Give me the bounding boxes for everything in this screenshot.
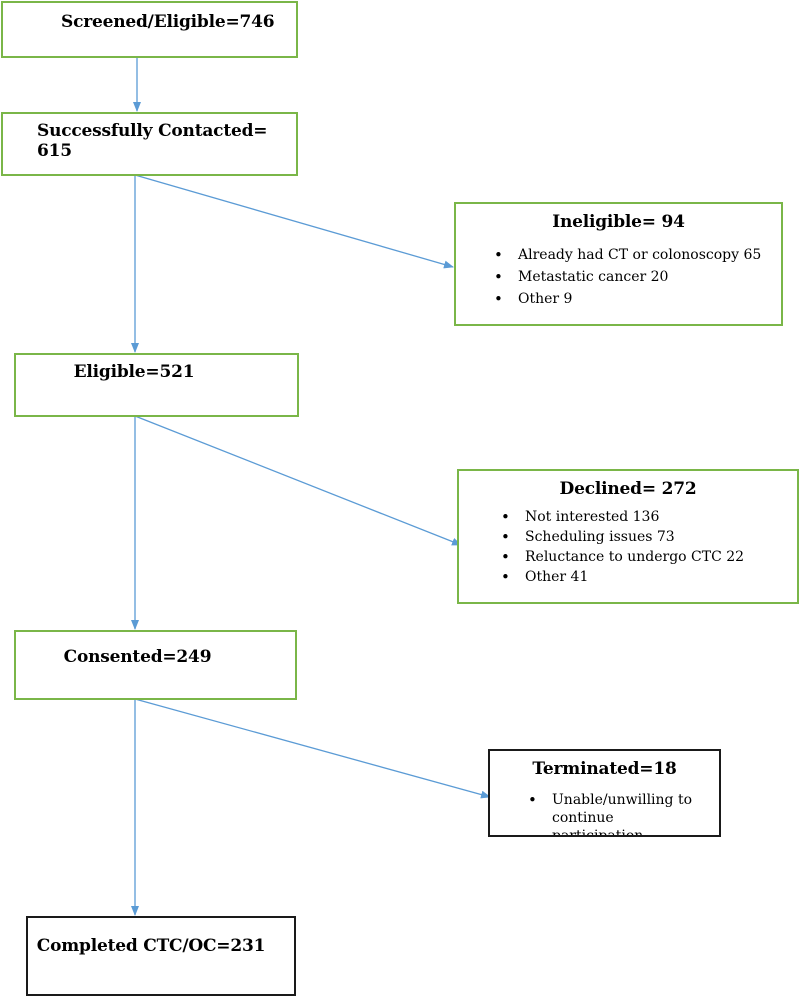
contacted-label: Successfully Contacted= 615 bbox=[37, 121, 268, 161]
declined-title: Declined= 272 bbox=[559, 479, 697, 499]
ineligible-list: Already had CT or colonoscopy 65 Metasta… bbox=[456, 244, 781, 310]
declined-item: Reluctance to undergo CTC 22 bbox=[495, 547, 797, 567]
eligible-box: Eligible=521 bbox=[14, 353, 299, 417]
screened-box: Screened/Eligible=746 bbox=[1, 1, 298, 58]
consented-label: Consented=249 bbox=[63, 647, 212, 667]
terminated-item: Unable/unwilling to continue participati… bbox=[522, 791, 709, 835]
consented-box: Consented=249 bbox=[14, 630, 297, 700]
completed-box: Completed CTC/OC=231 bbox=[26, 916, 296, 996]
arrow-consented-to-terminated bbox=[134, 698, 491, 799]
ineligible-item: Metastatic cancer 20 bbox=[488, 266, 781, 288]
arrow-eligible-to-declined bbox=[134, 415, 462, 546]
declined-item: Not interested 136 bbox=[495, 507, 797, 527]
completed-label: Completed CTC/OC=231 bbox=[36, 936, 266, 956]
terminated-box: Terminated=18 Unable/unwilling to contin… bbox=[488, 749, 721, 837]
screened-label: Screened/Eligible=746 bbox=[61, 12, 275, 32]
terminated-title: Terminated=18 bbox=[532, 759, 677, 779]
ineligible-title: Ineligible= 94 bbox=[552, 212, 685, 232]
ineligible-item: Other 9 bbox=[488, 288, 781, 310]
contacted-box: Successfully Contacted= 615 bbox=[1, 112, 298, 176]
eligible-label: Eligible=521 bbox=[73, 362, 195, 382]
declined-item: Scheduling issues 73 bbox=[495, 527, 797, 547]
ineligible-item: Already had CT or colonoscopy 65 bbox=[488, 244, 781, 266]
declined-box: Declined= 272 Not interested 136 Schedul… bbox=[457, 469, 799, 604]
arrow-contacted-to-ineligible bbox=[134, 174, 454, 269]
declined-list: Not interested 136 Scheduling issues 73 … bbox=[459, 507, 797, 587]
terminated-list: Unable/unwilling to continue participati… bbox=[490, 791, 719, 835]
declined-item: Other 41 bbox=[495, 567, 797, 587]
ineligible-box: Ineligible= 94 Already had CT or colonos… bbox=[454, 202, 783, 326]
